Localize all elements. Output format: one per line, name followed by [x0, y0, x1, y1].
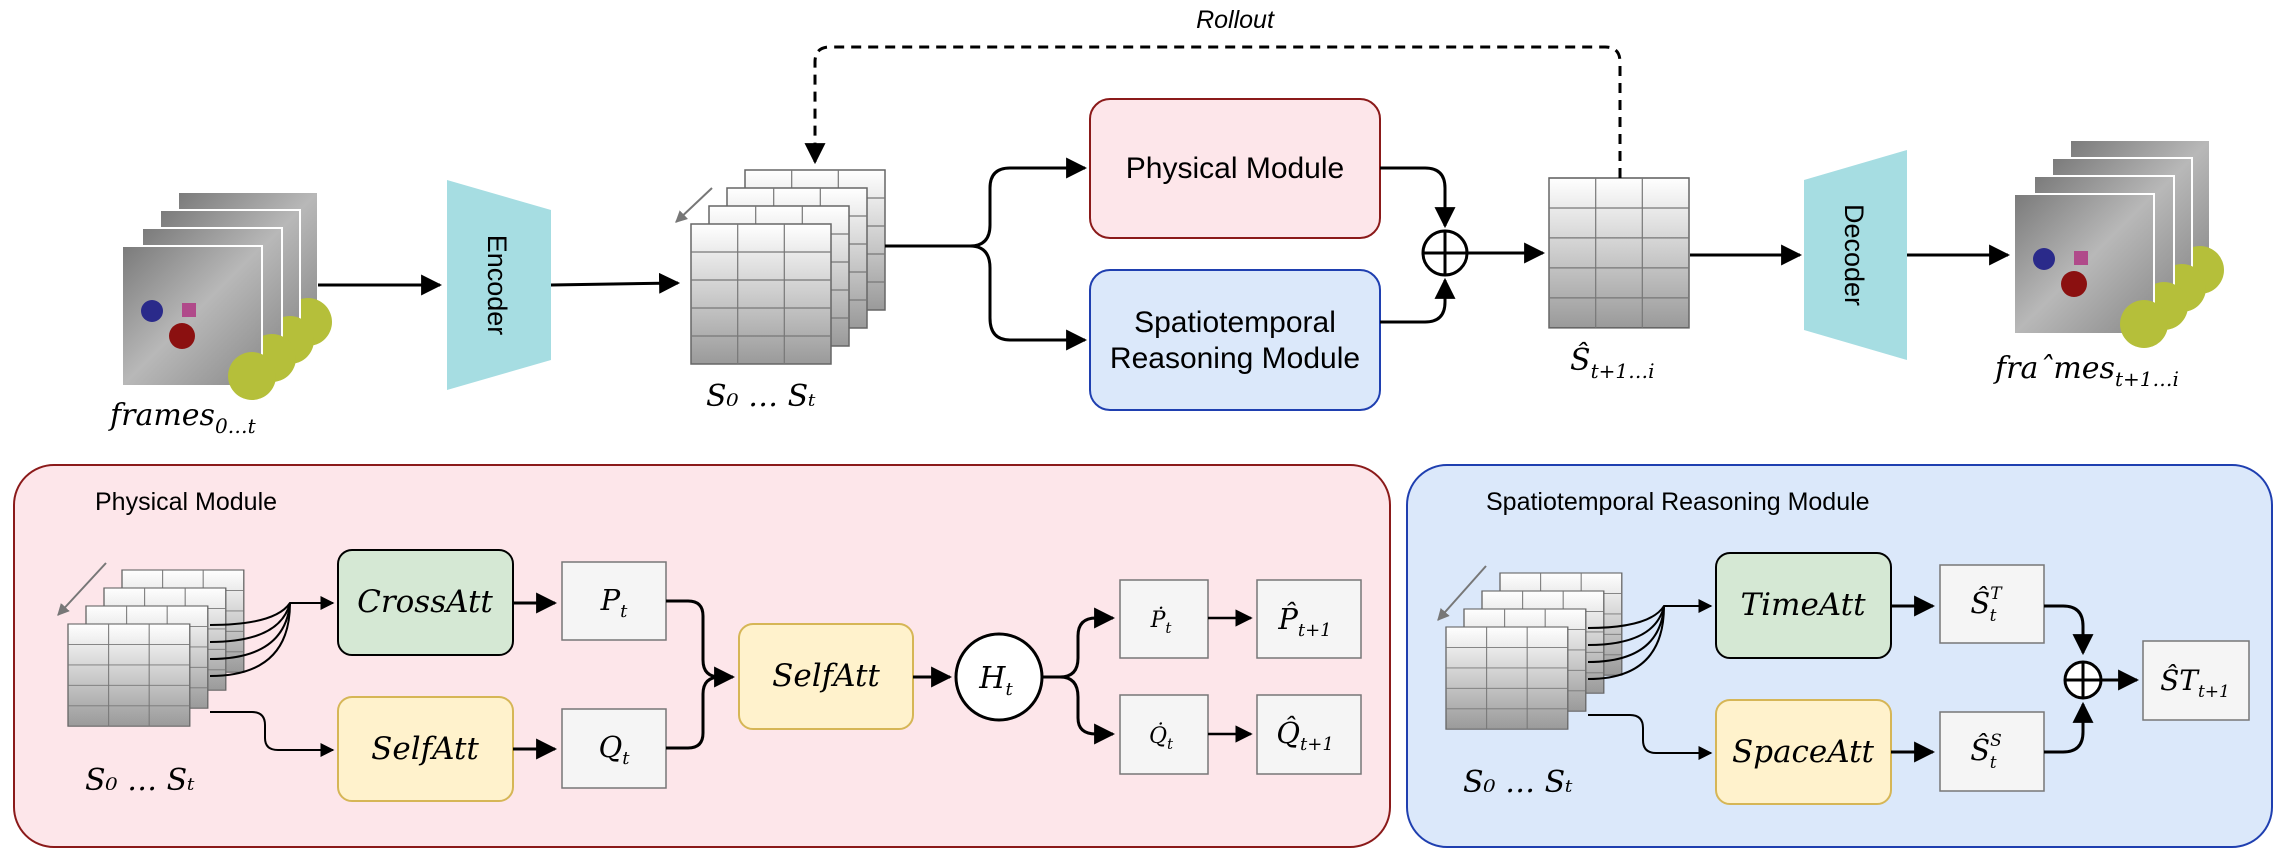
p-t-label: Pt	[600, 583, 629, 622]
p-hat-box	[1256, 579, 1362, 659]
physical-stack-direction-arrow	[57, 562, 107, 616]
rollout-label: Rollout	[1196, 6, 1275, 34]
predicted-states-label: Ŝt+1…i	[1570, 342, 1654, 383]
arrow-q-to-selfatt2	[666, 675, 721, 750]
physical-states-label: S₀ … Sₜ	[85, 763, 195, 798]
q-dot-label: Q̇t	[1149, 723, 1174, 753]
p-hat-label: P̂t+1	[1277, 602, 1331, 641]
latent-states-stack	[690, 169, 886, 365]
states-label: S₀ … Sₜ	[706, 379, 816, 414]
st-fanout-lines	[1587, 599, 1713, 760]
physical-module-label: Physical Module	[1126, 152, 1344, 185]
st-states-label: S₀ … Sₜ	[1463, 765, 1573, 800]
q-t-box	[561, 708, 667, 789]
physical-fanout-lines	[209, 596, 335, 757]
p-dot-box	[1119, 579, 1209, 659]
arrow-states-to-physical	[885, 157, 1088, 248]
predicted-states-grid	[1548, 177, 1690, 329]
q-hat-label: Q̂t+1	[1276, 716, 1334, 755]
arrow-st-to-sum	[1380, 277, 1456, 324]
spatiotemporal-module-box	[1089, 269, 1381, 411]
st-output-label: ŜTt+1	[2160, 663, 2230, 702]
self-att-label-2: SelfAtt	[772, 658, 880, 694]
q-t-label: Qt	[598, 730, 630, 769]
encoder-label: Encoder	[482, 235, 512, 336]
cross-att-label: CrossAtt	[357, 584, 493, 620]
decoder-block	[1804, 150, 1907, 360]
arrow-st-to-sum2	[2044, 604, 2094, 656]
arrow-p-to-selfatt2	[666, 599, 736, 688]
s-hat-time-box	[1939, 564, 2045, 644]
decoder-label: Decoder	[1839, 204, 1869, 306]
input-frames-stack	[121, 191, 333, 401]
arrow-h-to-qdot	[1042, 675, 1116, 745]
p-dot-label: Ṗt	[1150, 606, 1173, 637]
st-module-label-line2: Reasoning Module	[1110, 342, 1360, 375]
arrow-h-to-pdot	[1042, 607, 1116, 679]
st-sum-operator	[2063, 660, 2103, 700]
stack-direction-arrow	[675, 187, 713, 223]
st-panel-title: Spatiotemporal Reasoning Module	[1486, 488, 1870, 516]
physical-panel-title: Physical Module	[95, 488, 277, 516]
sum-operator	[1421, 229, 1469, 277]
q-dot-box	[1119, 694, 1209, 775]
output-frames-label: fraˆmest+1…i	[1993, 351, 2179, 391]
time-att-label: TimeAtt	[1740, 587, 1866, 623]
output-frames-stack	[2013, 139, 2225, 349]
arrow-physical-to-sum	[1380, 166, 1456, 229]
q-hat-box	[1256, 694, 1362, 775]
st-module-label-line1: Spatiotemporal	[1134, 306, 1336, 339]
encoder-block	[447, 180, 551, 390]
st-output-box	[2142, 640, 2250, 721]
space-att-label: SpaceAtt	[1732, 734, 1875, 770]
h-t-label: Ht	[978, 661, 1013, 700]
st-stack-direction-arrow	[1437, 565, 1487, 621]
input-frames-label: frames0…t	[108, 398, 257, 438]
rollout-loop-arrow	[804, 45, 1622, 178]
self-att-label-1: SelfAtt	[371, 731, 479, 767]
arrow-ss-to-sum2	[2044, 701, 2094, 754]
arrow-states-to-spatiotemporal	[885, 244, 1088, 351]
arrow-encoder-to-states	[550, 272, 681, 294]
s-hat-space-box	[1939, 711, 2045, 792]
